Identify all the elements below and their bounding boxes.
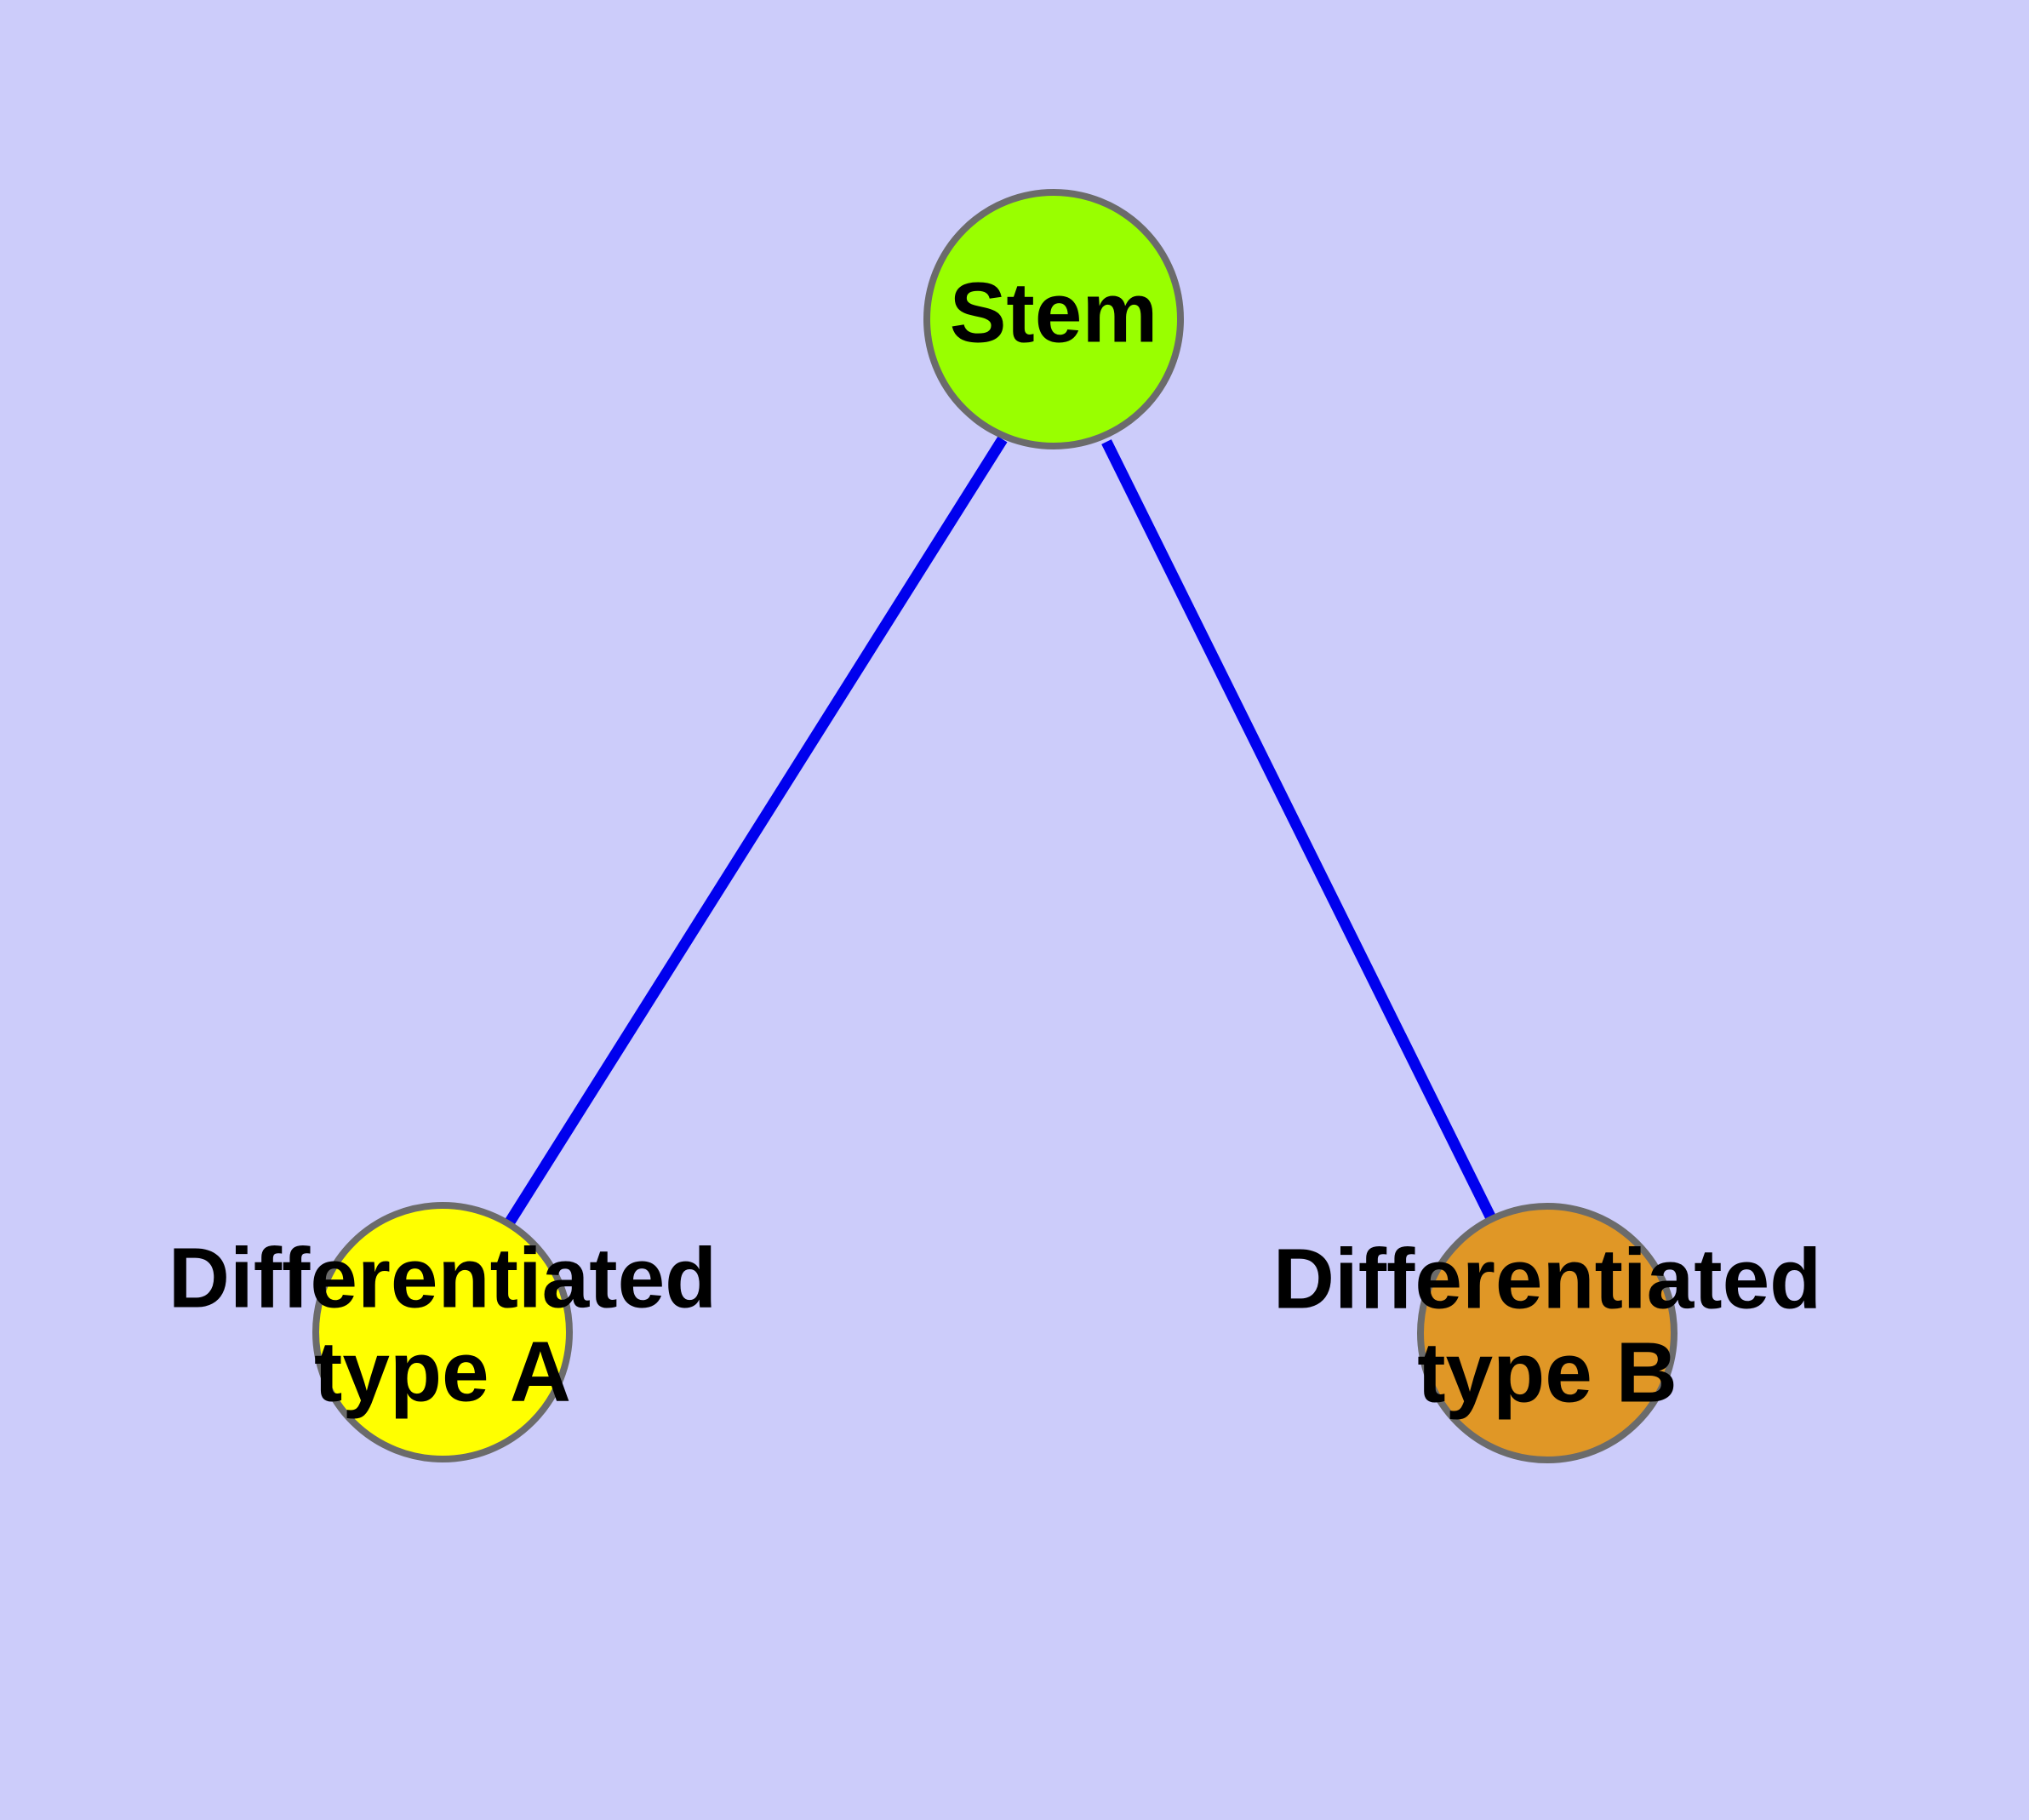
edge-layer bbox=[504, 436, 1497, 1227]
node-differentiated-type-b[interactable]: Differentiated type B bbox=[1273, 1203, 1822, 1463]
node-layer: Stem Differentiated type A Differentiate… bbox=[169, 189, 1822, 1463]
node-differentiated-type-a-circle[interactable] bbox=[312, 1202, 573, 1462]
node-differentiated-type-a-label-line2: type A bbox=[314, 1324, 571, 1419]
node-differentiated-type-a[interactable]: Differentiated type A bbox=[169, 1202, 717, 1462]
node-differentiated-type-b-circle[interactable] bbox=[1417, 1203, 1677, 1463]
node-differentiated-type-b-label-line2: type B bbox=[1417, 1325, 1677, 1420]
edge-stem-to-differentiated-type-a[interactable] bbox=[504, 436, 1008, 1227]
node-differentiated-type-a-label-line1: Differentiated bbox=[169, 1230, 717, 1325]
node-differentiated-type-b-label-line1: Differentiated bbox=[1273, 1231, 1822, 1326]
node-stem-label: Stem bbox=[950, 265, 1158, 360]
node-stem-circle[interactable] bbox=[923, 189, 1184, 449]
edge-stem-to-differentiated-type-b[interactable] bbox=[1101, 439, 1497, 1222]
node-stem[interactable]: Stem bbox=[923, 189, 1184, 449]
